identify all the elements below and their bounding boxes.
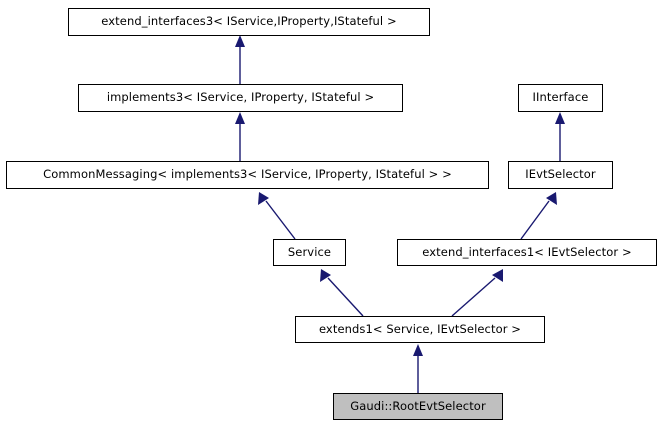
class-node-label: extends1< Service, IEvtSelector >: [318, 321, 522, 336]
class-node-label: CommonMessaging< implements3< IService, …: [43, 167, 452, 182]
class-node-gaudi-rootevtselector[interactable]: Gaudi::RootEvtSelector: [333, 393, 503, 420]
edge-extend-interfaces1-to-ievtselector: [520, 192, 557, 240]
class-node-extends1[interactable]: extends1< Service, IEvtSelector >: [295, 316, 545, 343]
class-node-implements3[interactable]: implements3< IService, IProperty, IState…: [78, 84, 403, 112]
edge-service-to-commonmessaging: [258, 192, 296, 240]
class-node-label: Gaudi::RootEvtSelector: [350, 398, 486, 413]
class-node-label: extend_interfaces3< IService,IProperty,I…: [101, 14, 397, 29]
class-node-service[interactable]: Service: [273, 239, 346, 266]
class-node-label: extend_interfaces1< IEvtSelector >: [422, 244, 632, 259]
edge-extends1-to-extend-interfaces1: [451, 269, 503, 317]
class-node-label: IEvtSelector: [525, 167, 596, 182]
edge-commonmessaging-to-implements3: [235, 112, 245, 161]
edge-extends1-to-service: [320, 269, 364, 317]
edge-gaudi-rootevtselector-to-extends1: [413, 344, 423, 393]
edge-implements3-to-extend-interfaces3: [235, 35, 245, 84]
class-node-label: Service: [287, 244, 332, 259]
class-node-ievtselector[interactable]: IEvtSelector: [508, 161, 613, 189]
class-node-commonmessaging[interactable]: CommonMessaging< implements3< IService, …: [6, 161, 489, 189]
class-node-extend-interfaces3[interactable]: extend_interfaces3< IService,IProperty,I…: [68, 8, 430, 36]
edge-ievtselector-to-iinterface: [555, 112, 565, 161]
class-node-extend-interfaces1[interactable]: extend_interfaces1< IEvtSelector >: [397, 239, 657, 266]
class-node-iinterface[interactable]: IInterface: [518, 84, 603, 112]
class-node-label: implements3< IService, IProperty, IState…: [106, 90, 375, 105]
class-node-label: IInterface: [532, 90, 589, 105]
